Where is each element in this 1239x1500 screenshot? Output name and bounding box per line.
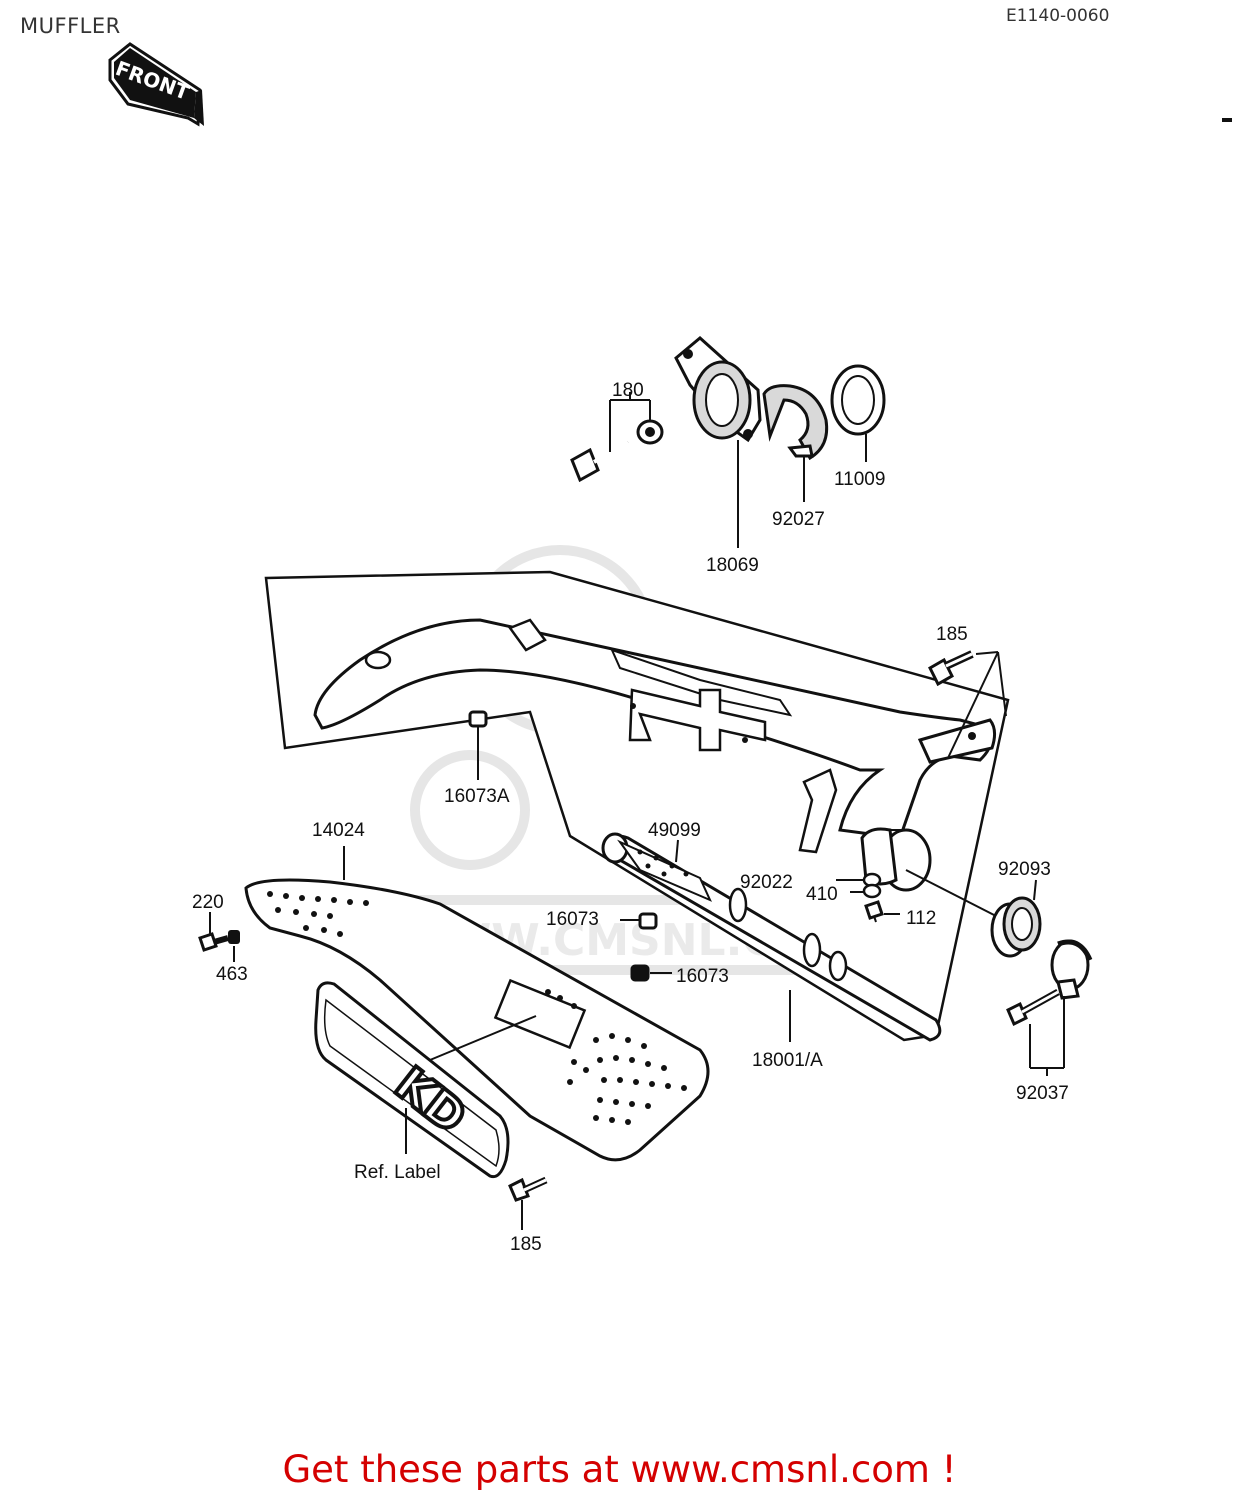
part-label-14024: 14024 [312,820,365,841]
part-label-16073-a: 16073 [546,909,599,930]
bolt-185-top [928,650,1007,759]
part-label-92037: 92037 [1016,1083,1069,1104]
part-label-18069: 18069 [706,555,759,576]
part-label-92093: 92093 [998,859,1051,880]
bolt-220 [198,912,240,962]
heat-shield-14024 [244,846,710,1162]
part-label-180: 180 [612,380,644,401]
part-label-49099: 49099 [648,820,701,841]
diagram-ref-code: E1140-0060 [1006,6,1110,26]
bolt-group-92022 [836,872,900,923]
collar-92093 [905,869,1042,958]
page-title: MUFFLER [20,14,121,38]
part-label-92022: 92022 [740,872,793,893]
nut-16073-a [620,912,658,930]
tailpipe-18001A [601,832,942,1042]
part-label-185-bottom: 185 [510,1234,542,1255]
muffler-body [264,570,1010,1042]
gasket-92027 [762,384,829,461]
part-label-410: 410 [806,884,838,905]
part-label-220: 220 [192,892,224,913]
part-label-92027: 92027 [772,509,825,530]
nut-16073-b [630,964,672,982]
nut-16073A [468,710,488,780]
part-label-185-top: 185 [936,624,968,645]
front-arrow-icon: FRONT [108,42,204,127]
bolt-185-bottom [508,1176,548,1230]
part-label-112: 112 [906,908,936,929]
clamp-92037 [1006,939,1093,1076]
flange-18069 [674,336,762,443]
footer-link-text[interactable]: Get these parts at www.cmsnl.com ! [282,1448,957,1491]
part-label-18001A: 18001/A [752,1050,823,1071]
part-label-463: 463 [216,964,248,985]
part-label-16073-b: 16073 [676,966,729,987]
edge-mark [1222,118,1232,122]
bolt-180 [570,419,664,483]
part-label-ref-label: Ref. Label [354,1162,441,1183]
ring-11009 [830,364,886,436]
part-label-11009: 11009 [834,469,885,490]
part-label-16073A: 16073A [444,786,510,807]
